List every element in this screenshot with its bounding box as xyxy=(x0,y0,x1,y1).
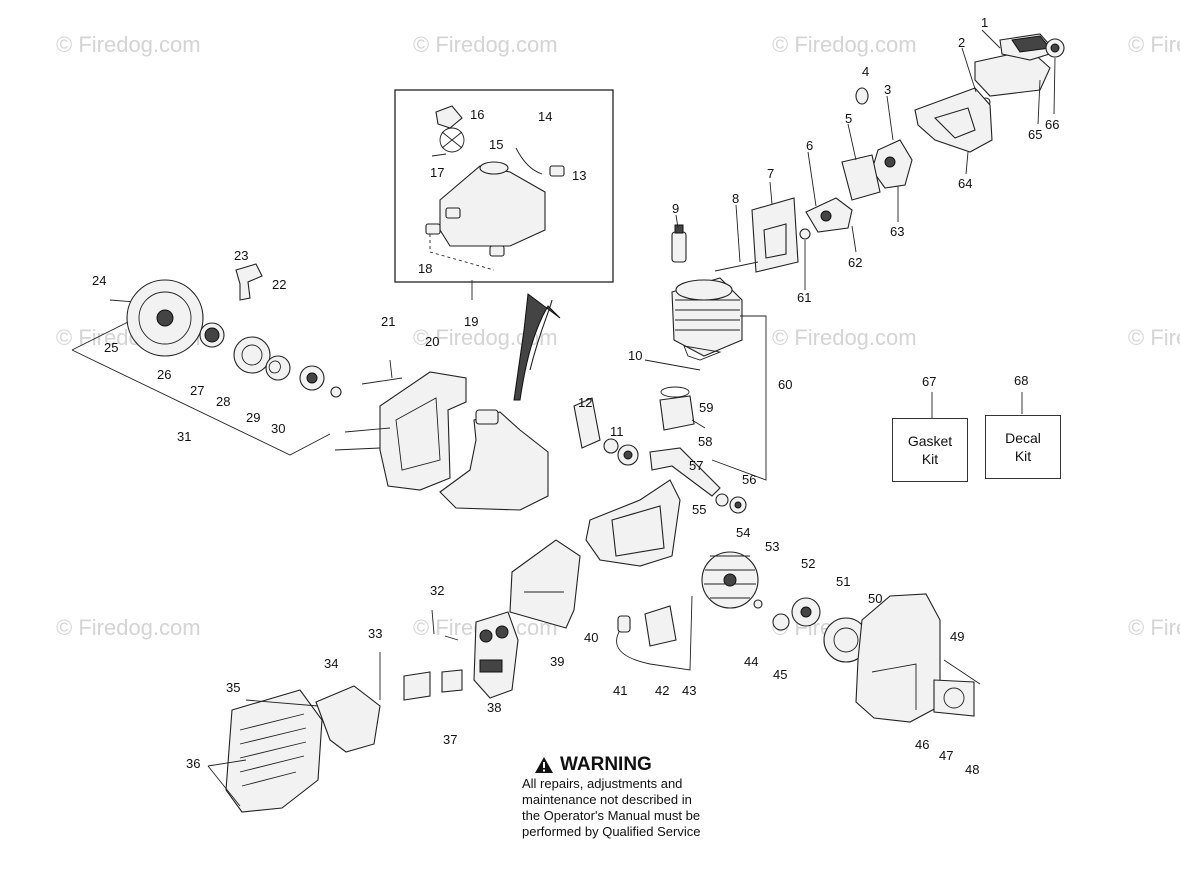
fuel-tank-inset-parts xyxy=(425,105,565,300)
callout-38: 38 xyxy=(487,700,501,715)
callout-61: 61 xyxy=(797,290,811,305)
warning-heading: WARNING xyxy=(534,754,752,776)
callout-12: 12 xyxy=(578,395,592,410)
callout-56: 56 xyxy=(742,472,756,487)
callout-24: 24 xyxy=(92,273,106,288)
cylinder-cover xyxy=(207,652,381,813)
callout-36: 36 xyxy=(186,756,200,771)
callout-47: 47 xyxy=(939,748,953,763)
callout-53: 53 xyxy=(765,539,779,554)
callout-8: 8 xyxy=(732,191,739,206)
callout-32: 32 xyxy=(430,583,444,598)
decal-kit-box: Decal Kit xyxy=(985,415,1061,479)
callout-63: 63 xyxy=(890,224,904,239)
callout-54: 54 xyxy=(736,525,750,540)
watermark-text: © Firedog.com xyxy=(772,325,917,350)
callout-43: 43 xyxy=(682,683,696,698)
callout-20: 20 xyxy=(425,334,439,349)
callout-6: 6 xyxy=(806,138,813,153)
leader-lines xyxy=(675,29,1056,418)
watermark-text: © Firedog.com xyxy=(772,32,917,57)
watermark-text: © Firedog.com xyxy=(56,32,201,57)
callout-14: 14 xyxy=(538,109,552,124)
callout-60: 60 xyxy=(778,377,792,392)
callout-58: 58 xyxy=(698,434,712,449)
callout-26: 26 xyxy=(157,367,171,382)
callout-18: 18 xyxy=(418,261,432,276)
callout-7: 7 xyxy=(767,166,774,181)
callout-5: 5 xyxy=(845,111,852,126)
callout-13: 13 xyxy=(572,168,586,183)
warning-triangle-icon xyxy=(535,757,553,773)
callout-3: 3 xyxy=(884,82,891,97)
warning-body: All repairs, adjustments and maintenance… xyxy=(522,776,701,839)
fan-housing xyxy=(334,359,467,491)
callout-17: 17 xyxy=(430,165,444,180)
callout-39: 39 xyxy=(550,654,564,669)
callout-68: 68 xyxy=(1014,373,1028,388)
starter-assembly xyxy=(71,263,342,456)
callout-55: 55 xyxy=(692,502,706,517)
callout-31: 31 xyxy=(177,429,191,444)
callout-42: 42 xyxy=(655,683,669,698)
watermark-text: © Firedog.com xyxy=(1128,32,1180,57)
callout-15: 15 xyxy=(489,137,503,152)
callout-66: 66 xyxy=(1045,117,1059,132)
muffler xyxy=(403,609,519,701)
callout-27: 27 xyxy=(190,383,204,398)
callout-52: 52 xyxy=(801,556,815,571)
callout-30: 30 xyxy=(271,421,285,436)
callout-9: 9 xyxy=(672,201,679,216)
callout-11: 11 xyxy=(610,424,624,439)
gasket-kit-box: Gasket Kit xyxy=(892,418,968,482)
cylinder-assembly xyxy=(644,277,767,481)
clutch-housing xyxy=(855,593,981,723)
callout-22: 22 xyxy=(272,277,286,292)
callout-45: 45 xyxy=(773,667,787,682)
callout-44: 44 xyxy=(744,654,758,669)
callout-64: 64 xyxy=(958,176,972,191)
callout-37: 37 xyxy=(443,732,457,747)
air-filter-cover-parts xyxy=(671,33,1065,273)
callout-48: 48 xyxy=(965,762,979,777)
callout-67: 67 xyxy=(922,374,936,389)
watermark-text: © Firedog.com xyxy=(413,32,558,57)
callout-19: 19 xyxy=(464,314,478,329)
crankshaft-crankcase xyxy=(509,397,747,629)
callout-50: 50 xyxy=(868,591,882,606)
callout-4: 4 xyxy=(862,64,869,79)
callout-65: 65 xyxy=(1028,127,1042,142)
warning-title: WARNING xyxy=(560,754,652,775)
watermark-text: © Firedog.com xyxy=(56,615,201,640)
fuel-tank-inset-box xyxy=(394,89,614,283)
callout-46: 46 xyxy=(915,737,929,752)
callout-25: 25 xyxy=(104,340,118,355)
warning-notice: WARNING All repairs, adjustments and mai… xyxy=(522,754,752,840)
callout-51: 51 xyxy=(836,574,850,589)
callout-21: 21 xyxy=(381,314,395,329)
callout-57: 57 xyxy=(689,458,703,473)
callout-23: 23 xyxy=(234,248,248,263)
watermark-text: © Firedog.com xyxy=(1128,615,1180,640)
callout-10: 10 xyxy=(628,348,642,363)
callout-labels: 1 2 3 4 5 6 7 8 9 10 11 12 13 14 15 16 1… xyxy=(92,15,1059,777)
callout-49: 49 xyxy=(950,629,964,644)
callout-2: 2 xyxy=(958,35,965,50)
callout-41: 41 xyxy=(613,683,627,698)
callout-1: 1 xyxy=(981,15,988,30)
callout-59: 59 xyxy=(699,400,713,415)
callout-35: 35 xyxy=(226,680,240,695)
callout-16: 16 xyxy=(470,107,484,122)
watermark-text: © Firedog.com xyxy=(1128,325,1180,350)
callout-34: 34 xyxy=(324,656,338,671)
fuel-tank xyxy=(439,293,561,511)
callout-40: 40 xyxy=(584,630,598,645)
flywheel-ignition xyxy=(616,551,869,671)
callout-62: 62 xyxy=(848,255,862,270)
callout-29: 29 xyxy=(246,410,260,425)
callout-33: 33 xyxy=(368,626,382,641)
callout-28: 28 xyxy=(216,394,230,409)
